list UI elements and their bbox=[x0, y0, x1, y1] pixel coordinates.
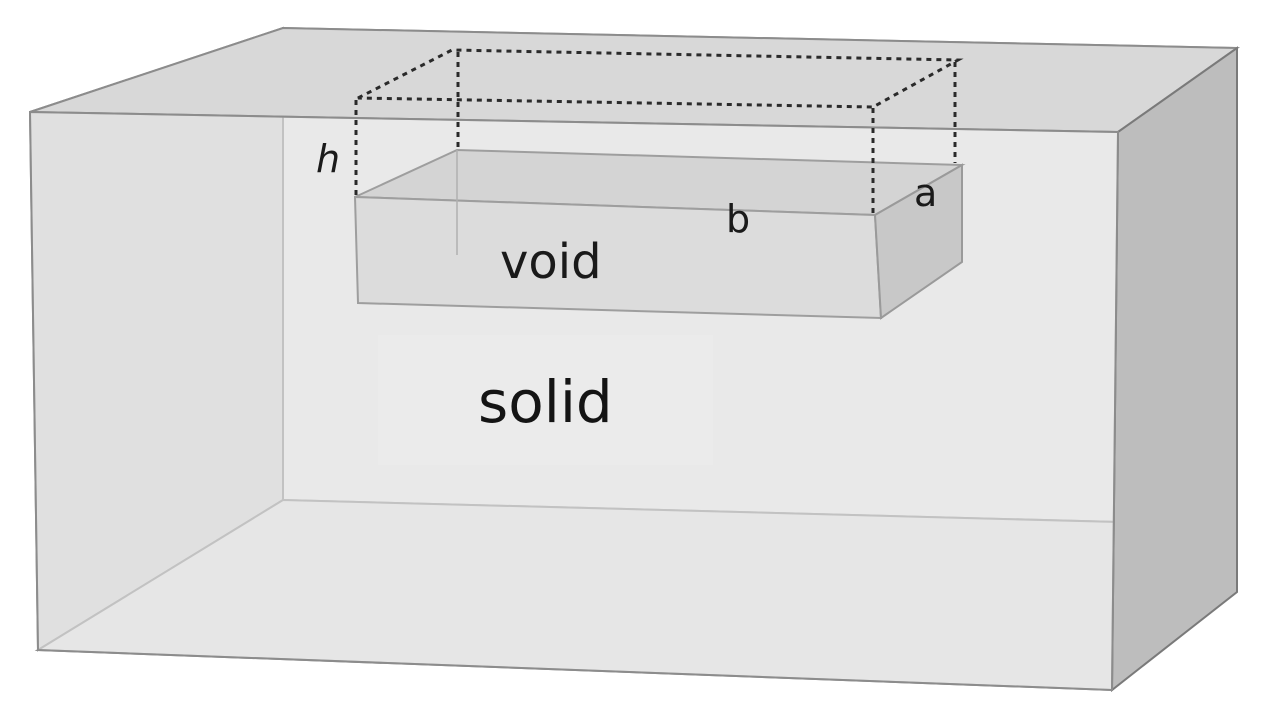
solid-label-backdrop bbox=[378, 335, 713, 465]
void-box-front-face bbox=[353, 195, 883, 320]
label-solid: solid bbox=[478, 368, 613, 436]
dotted-outline bbox=[354, 48, 964, 213]
void-box bbox=[353, 148, 966, 320]
label-b: b bbox=[726, 197, 750, 241]
label-h: h bbox=[316, 137, 340, 181]
void-box-right-face bbox=[873, 163, 963, 320]
label-a: a bbox=[914, 171, 937, 215]
label-void: void bbox=[500, 234, 602, 290]
dotted-outline-top bbox=[357, 48, 964, 109]
solid-box-right-face bbox=[1110, 46, 1238, 693]
